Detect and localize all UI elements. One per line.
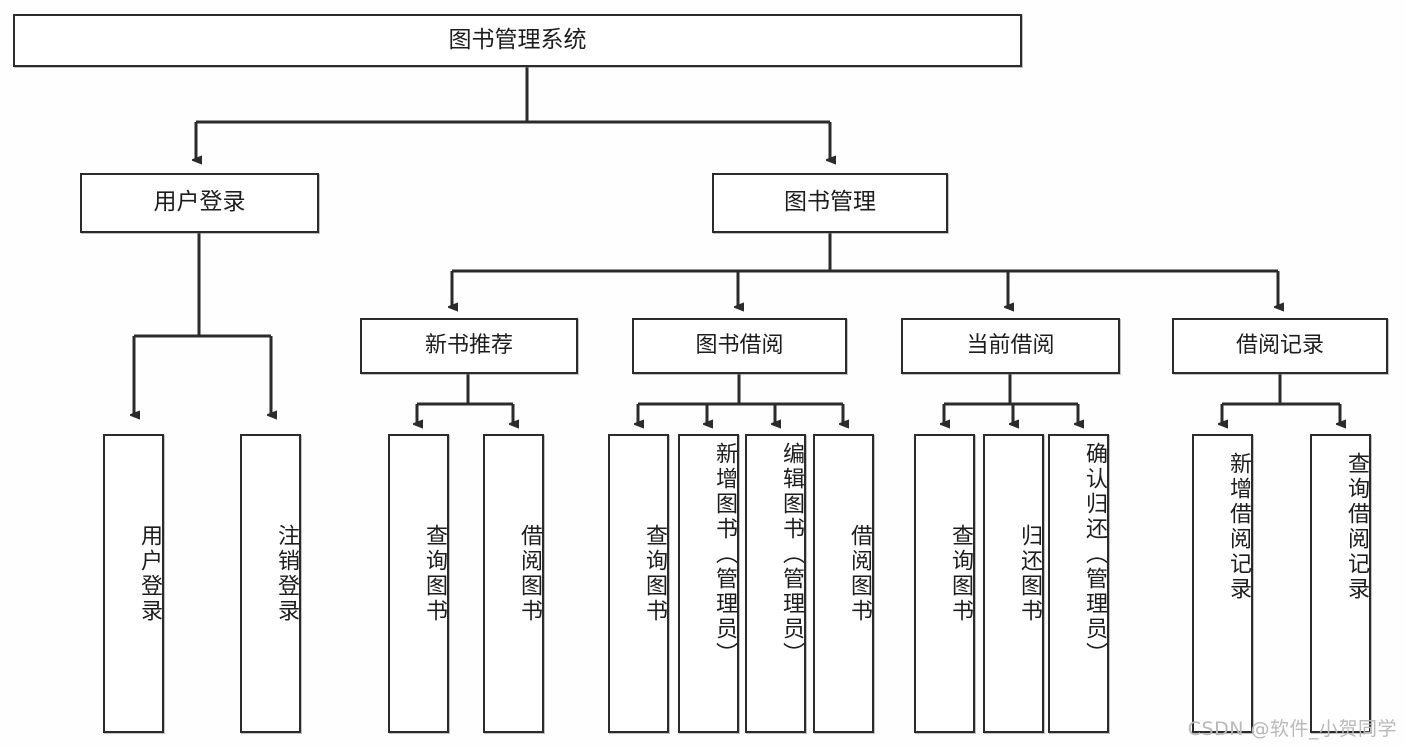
leaf-add-borrow-record[interactable]: 新增借阅记录 bbox=[1192, 434, 1253, 733]
node-label: 确认归还（管理员） bbox=[1082, 442, 1107, 667]
node-label: 图书借阅 bbox=[695, 333, 784, 359]
node-book-borrow[interactable]: 图书借阅 bbox=[632, 318, 847, 374]
node-current-borrow[interactable]: 当前借阅 bbox=[901, 318, 1120, 374]
node-root-system[interactable]: 图书管理系统 bbox=[13, 14, 1022, 67]
leaf-add-book-admin[interactable]: 新增图书（管理员） bbox=[678, 434, 739, 733]
node-label: 查询借阅记录 bbox=[1344, 452, 1369, 602]
leaf-query-borrow-record[interactable]: 查询借阅记录 bbox=[1310, 434, 1371, 733]
node-label: 当前借阅 bbox=[966, 333, 1055, 359]
node-label: 新书推荐 bbox=[424, 333, 513, 359]
leaf-user-login[interactable]: 用户登录 bbox=[103, 434, 164, 733]
leaf-query-book-recommend[interactable]: 查询图书 bbox=[388, 434, 449, 733]
node-label: 编辑图书（管理员） bbox=[779, 442, 804, 667]
node-label: 图书管理 bbox=[784, 189, 876, 216]
leaf-edit-book-admin[interactable]: 编辑图书（管理员） bbox=[745, 434, 806, 733]
node-label: 借阅图书 bbox=[517, 524, 542, 624]
node-label: 查询图书 bbox=[422, 524, 447, 624]
leaf-logout-login[interactable]: 注销登录 bbox=[240, 434, 301, 733]
node-label: 用户登录 bbox=[137, 524, 162, 624]
leaf-borrow-book-recommend[interactable]: 借阅图书 bbox=[483, 434, 544, 733]
node-user-login[interactable]: 用户登录 bbox=[80, 173, 319, 233]
leaf-query-book-current[interactable]: 查询图书 bbox=[914, 434, 975, 733]
leaf-confirm-return-admin[interactable]: 确认归还（管理员） bbox=[1048, 434, 1109, 733]
leaf-return-book[interactable]: 归还图书 bbox=[983, 434, 1044, 733]
node-borrow-record[interactable]: 借阅记录 bbox=[1172, 318, 1388, 374]
node-label: 借阅图书 bbox=[847, 524, 872, 624]
node-label: 查询图书 bbox=[642, 524, 667, 624]
node-label: 新增图书（管理员） bbox=[712, 442, 737, 667]
node-new-book-recommend[interactable]: 新书推荐 bbox=[360, 318, 578, 374]
node-label: 用户登录 bbox=[153, 189, 246, 216]
node-label: 查询图书 bbox=[948, 524, 973, 624]
node-label: 借阅记录 bbox=[1235, 333, 1324, 359]
node-label: 图书管理系统 bbox=[448, 26, 587, 53]
node-label: 新增借阅记录 bbox=[1226, 452, 1251, 602]
node-book-management[interactable]: 图书管理 bbox=[712, 173, 948, 233]
node-label: 注销登录 bbox=[274, 524, 299, 624]
watermark: CSDN @软件_小贺同学 bbox=[1187, 718, 1397, 740]
leaf-borrow-book[interactable]: 借阅图书 bbox=[813, 434, 874, 733]
leaf-query-book-borrow[interactable]: 查询图书 bbox=[608, 434, 669, 733]
node-label: 归还图书 bbox=[1017, 524, 1042, 624]
